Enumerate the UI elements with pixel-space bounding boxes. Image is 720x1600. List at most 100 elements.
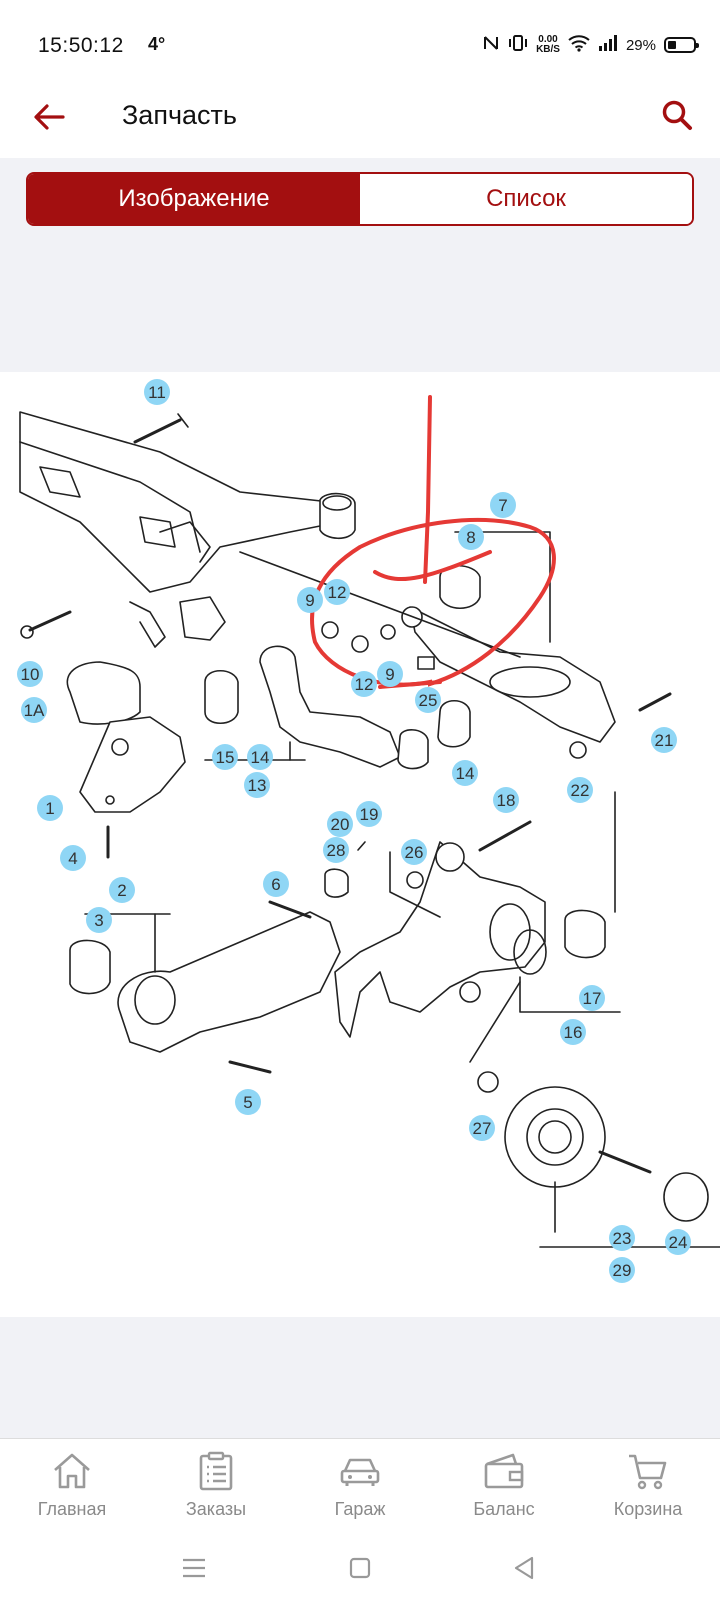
callout-circle (452, 760, 478, 786)
callout-12[interactable]: 12 (351, 671, 377, 697)
callout-19[interactable]: 19 (356, 801, 382, 827)
callout-circle (665, 1229, 691, 1255)
callout-circle (579, 985, 605, 1011)
status-icons: 0.00 KB/S 29% (482, 34, 699, 56)
home-system-button[interactable] (342, 1550, 378, 1586)
nav-home[interactable]: Главная (0, 1439, 144, 1530)
callout-14[interactable]: 14 (452, 760, 478, 786)
callout-circle (244, 772, 270, 798)
callout-5[interactable]: 5 (235, 1089, 261, 1115)
signal-icon (598, 34, 618, 56)
callout-circle (651, 727, 677, 753)
callout-18[interactable]: 18 (493, 787, 519, 813)
callout-27[interactable]: 27 (469, 1115, 495, 1141)
callout-11[interactable]: 11 (144, 379, 170, 405)
callout-8[interactable]: 8 (458, 524, 484, 550)
callout-label: 15 (216, 748, 235, 767)
callout-label: 4 (68, 849, 77, 868)
tab-list[interactable]: Список (360, 174, 692, 224)
triangle-back-icon (514, 1556, 534, 1580)
callout-25[interactable]: 25 (415, 687, 441, 713)
callout-circle (377, 661, 403, 687)
callout-24[interactable]: 24 (665, 1229, 691, 1255)
search-button[interactable] (654, 92, 700, 138)
callout-12[interactable]: 12 (324, 579, 350, 605)
orders-clipboard-icon (194, 1449, 238, 1493)
nav-orders[interactable]: Заказы (144, 1439, 288, 1530)
wifi-icon (568, 34, 590, 56)
nav-garage-label: Гараж (334, 1499, 386, 1519)
callout-17[interactable]: 17 (579, 985, 605, 1011)
menu-lines-icon (183, 1558, 205, 1578)
callout-circle (490, 492, 516, 518)
callout-28[interactable]: 28 (323, 837, 349, 863)
callout-circle (469, 1115, 495, 1141)
callout-circle (560, 1019, 586, 1045)
callout-7[interactable]: 7 (490, 492, 516, 518)
callout-4[interactable]: 4 (60, 845, 86, 871)
callout-9[interactable]: 9 (297, 587, 323, 613)
callout-label: 19 (360, 805, 379, 824)
callout-circle (609, 1225, 635, 1251)
callout-16[interactable]: 16 (560, 1019, 586, 1045)
callout-10[interactable]: 10 (17, 661, 43, 687)
callout-22[interactable]: 22 (567, 777, 593, 803)
system-nav-bar (0, 1530, 720, 1600)
callout-label: 8 (466, 528, 475, 547)
callout-label: 21 (655, 731, 674, 750)
recent-apps-button[interactable] (176, 1550, 212, 1586)
callout-15[interactable]: 15 (212, 744, 238, 770)
nav-cart[interactable]: Корзина (576, 1439, 720, 1530)
callout-label: 11 (148, 383, 166, 402)
callout-21[interactable]: 21 (651, 727, 677, 753)
nfc-icon (482, 34, 500, 56)
callout-1A[interactable]: 1A (21, 697, 47, 723)
battery-percent: 29% (625, 36, 656, 54)
callout-label: 16 (564, 1023, 583, 1042)
callout-circle (458, 524, 484, 550)
cart-icon (626, 1449, 670, 1493)
callout-label: 10 (21, 665, 40, 684)
callout-circle (86, 907, 112, 933)
callout-label: 1A (24, 701, 45, 720)
callout-circle (567, 777, 593, 803)
callout-13[interactable]: 13 (244, 772, 270, 798)
arrow-left-icon (34, 104, 65, 130)
callout-circle (109, 877, 135, 903)
callout-circle (323, 837, 349, 863)
callout-circle (401, 839, 427, 865)
back-system-button[interactable] (506, 1550, 542, 1586)
callout-circle (351, 671, 377, 697)
callout-26[interactable]: 26 (401, 839, 427, 865)
callout-20[interactable]: 20 (327, 811, 353, 837)
back-button[interactable] (26, 94, 72, 140)
battery-icon (664, 37, 699, 53)
callout-circle (493, 787, 519, 813)
callout-label: 1 (45, 799, 54, 818)
callout-label: 9 (305, 591, 314, 610)
callout-6[interactable]: 6 (263, 871, 289, 897)
tab-image[interactable]: Изображение (28, 174, 360, 224)
callout-2[interactable]: 2 (109, 877, 135, 903)
callout-circle (324, 579, 350, 605)
callout-label: 14 (251, 748, 270, 767)
search-icon (662, 100, 692, 130)
wallet-icon (482, 1449, 526, 1493)
callout-23[interactable]: 23 (609, 1225, 635, 1251)
status-time: 15:50:12 (38, 34, 124, 57)
callout-label: 24 (669, 1233, 688, 1252)
callout-29[interactable]: 29 (609, 1257, 635, 1283)
callout-1[interactable]: 1 (37, 795, 63, 821)
callout-3[interactable]: 3 (86, 907, 112, 933)
nav-balance[interactable]: Баланс (432, 1439, 576, 1530)
home-icon (50, 1449, 94, 1493)
callout-9[interactable]: 9 (377, 661, 403, 687)
network-speed-unit: KB/S (536, 44, 560, 55)
nav-cart-label: Корзина (613, 1499, 683, 1519)
nav-garage[interactable]: Гараж (288, 1439, 432, 1530)
view-toggle: Изображение Список (26, 172, 694, 226)
callout-label: 12 (355, 675, 374, 694)
callout-14[interactable]: 14 (247, 744, 273, 770)
